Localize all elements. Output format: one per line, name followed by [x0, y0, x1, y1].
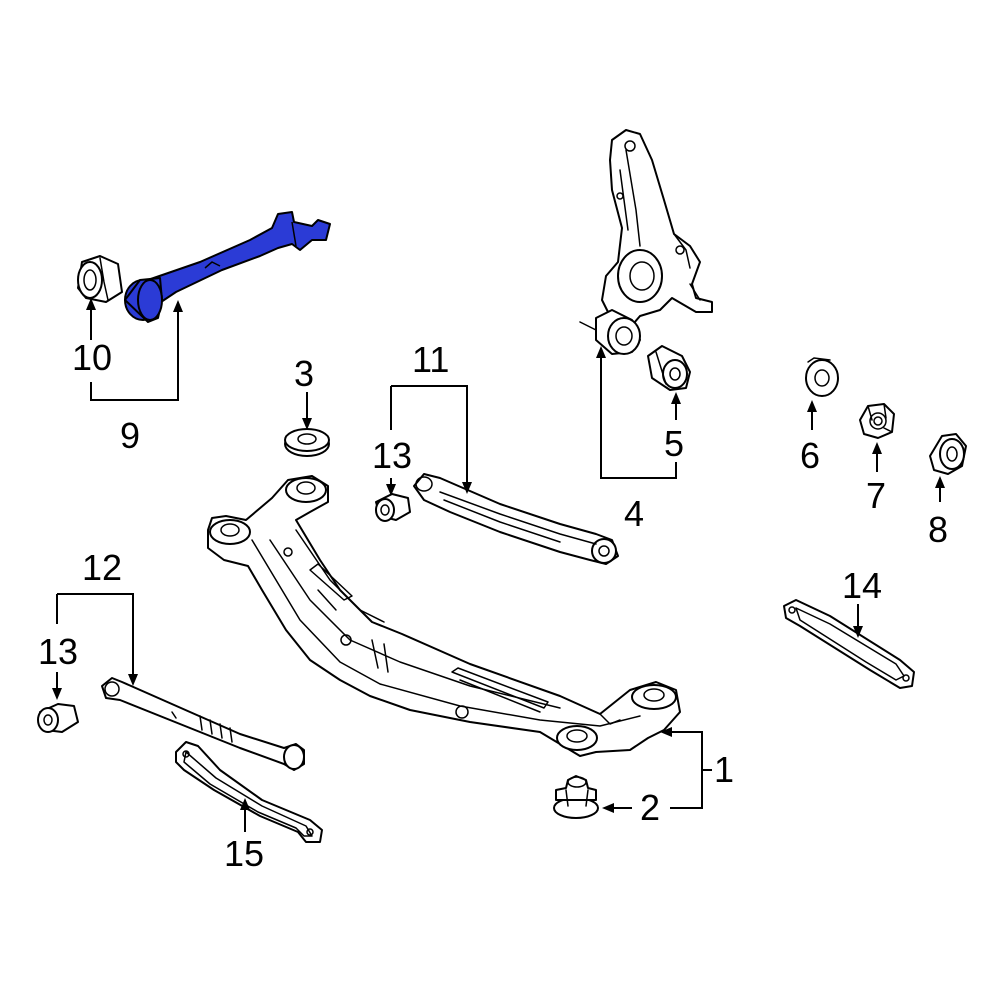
part-12-adjustable-link[interactable] — [101, 677, 305, 771]
part-1-crossmember[interactable] — [207, 475, 681, 757]
callout-9: 9 — [120, 415, 140, 456]
callout-5: 5 — [664, 423, 684, 464]
part-7-nut[interactable] — [859, 403, 895, 439]
part-8-bushing[interactable] — [929, 433, 967, 475]
part-3-washer[interactable] — [284, 428, 330, 457]
part-5-bushing[interactable] — [647, 345, 691, 391]
callout-labels: 10 9 3 11 13 5 4 6 7 8 14 12 13 15 1 2 — [38, 337, 948, 874]
part-4-knuckle[interactable] — [579, 129, 713, 355]
part-9-trailing-arm[interactable] — [124, 211, 331, 323]
callout-14: 14 — [842, 565, 882, 606]
part-14-link[interactable] — [783, 599, 915, 689]
callout-2: 2 — [640, 787, 660, 828]
callout-13-lower: 13 — [38, 631, 78, 672]
leader-lines — [52, 298, 945, 832]
part-15-link[interactable] — [175, 741, 323, 843]
callout-1: 1 — [714, 749, 734, 790]
callout-12: 12 — [82, 547, 122, 588]
part-13-bushing-lower[interactable] — [37, 703, 79, 733]
callout-15: 15 — [224, 833, 264, 874]
callout-6: 6 — [800, 435, 820, 476]
callout-4: 4 — [624, 493, 644, 534]
callout-7: 7 — [866, 475, 886, 516]
callout-8: 8 — [928, 509, 948, 550]
part-11-control-arm[interactable] — [413, 473, 619, 565]
callout-11: 11 — [412, 339, 449, 380]
callout-13-upper: 13 — [372, 435, 412, 476]
part-6-washer[interactable] — [805, 357, 839, 397]
part-13-bushing-upper[interactable] — [375, 493, 411, 522]
part-2-mount-bushing[interactable] — [553, 775, 599, 819]
callout-10: 10 — [72, 337, 112, 378]
callout-3: 3 — [294, 353, 314, 394]
part-10-bushing[interactable] — [77, 255, 123, 303]
